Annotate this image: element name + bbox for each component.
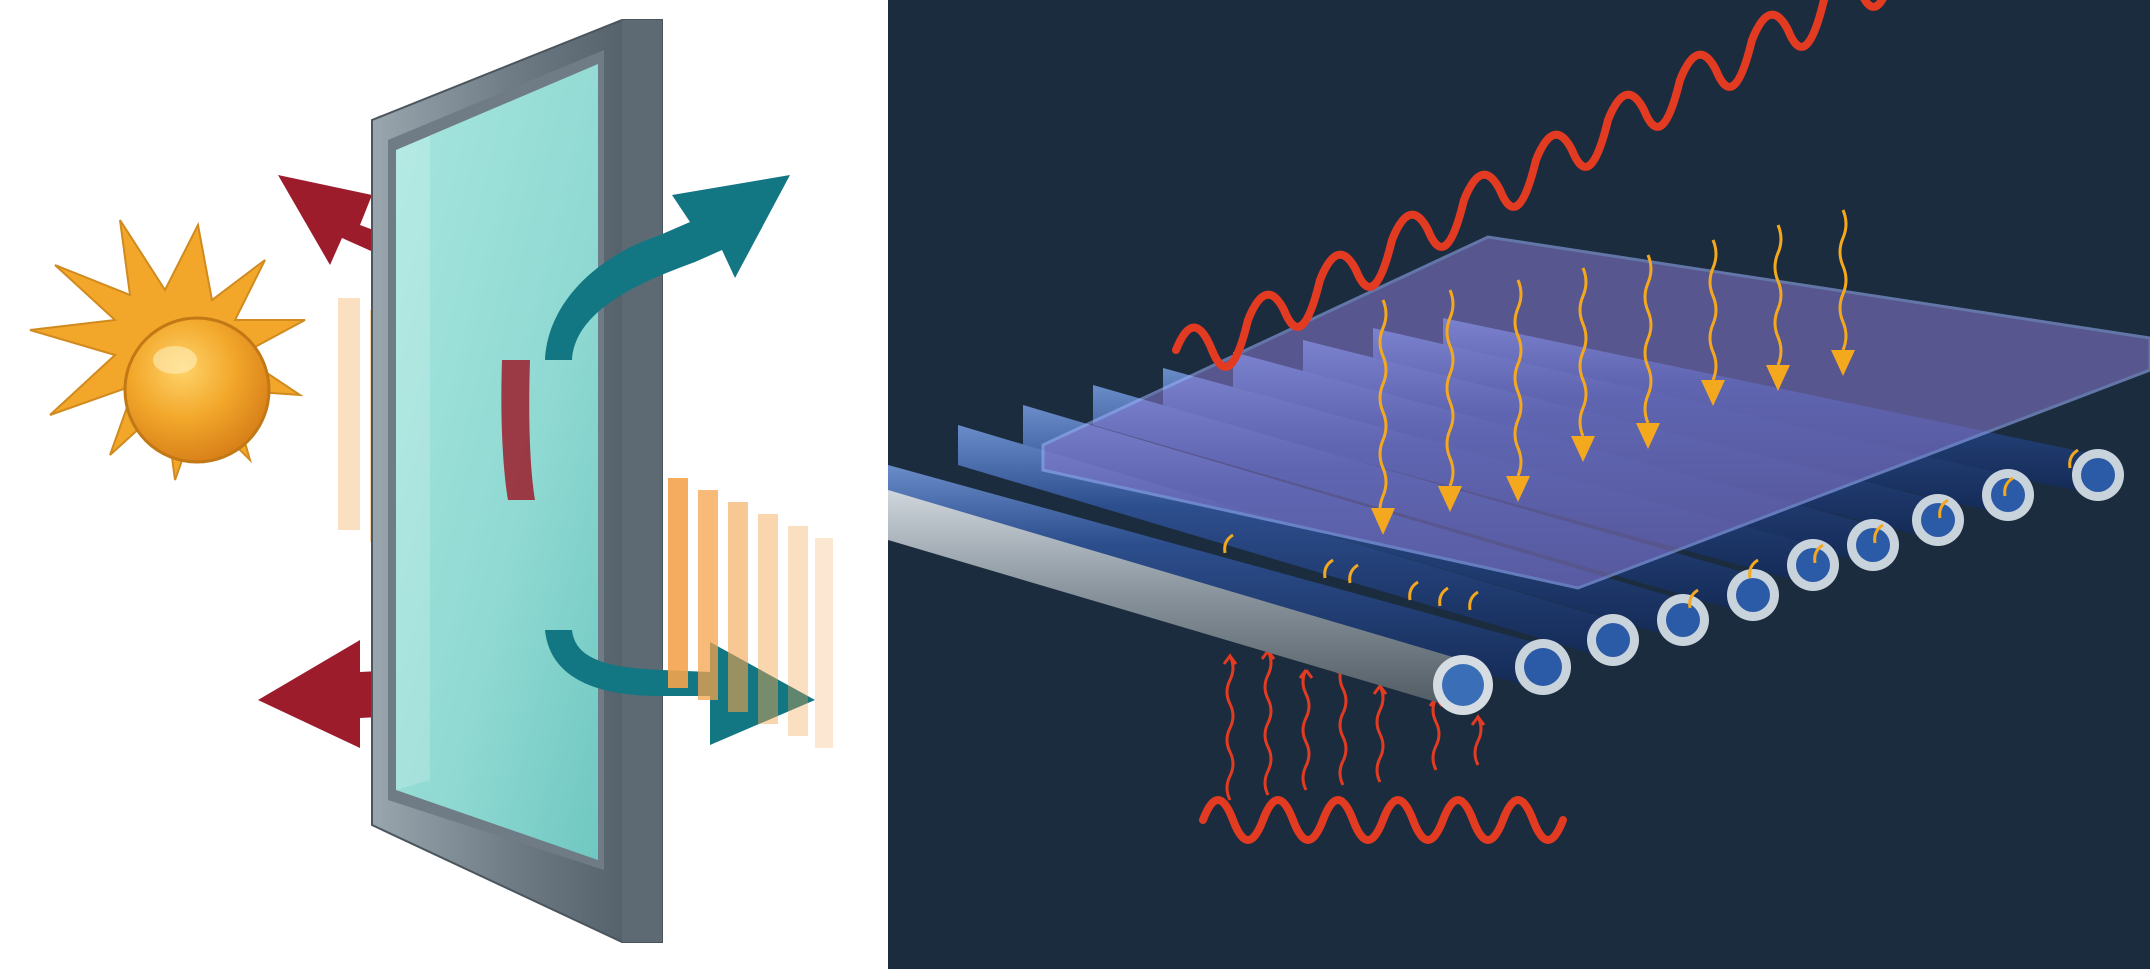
reflected-arrow-top — [278, 175, 530, 360]
manifold-pipe — [888, 490, 1493, 715]
window-glazing-panel — [0, 0, 888, 969]
tube — [888, 465, 1571, 695]
incident-arrow-heads — [1371, 350, 1855, 535]
transmitted-light-bands — [668, 478, 833, 748]
solar-collector-diagram — [888, 0, 2150, 969]
flow-arrows — [1223, 448, 2079, 611]
emitted-heat-wave — [1199, 796, 1567, 844]
transmitted-arrow-top — [545, 175, 790, 360]
window-pane — [371, 19, 663, 943]
window-glazing-diagram — [29, 19, 833, 943]
incident-heat-wave — [1172, 0, 1887, 371]
solar-collector-panel — [888, 0, 2150, 969]
incident-heat-arrows — [1378, 209, 1848, 525]
absorber-plate — [1041, 235, 2150, 590]
reflected-arrow-stem — [501, 360, 535, 500]
sun-icon — [29, 219, 306, 481]
